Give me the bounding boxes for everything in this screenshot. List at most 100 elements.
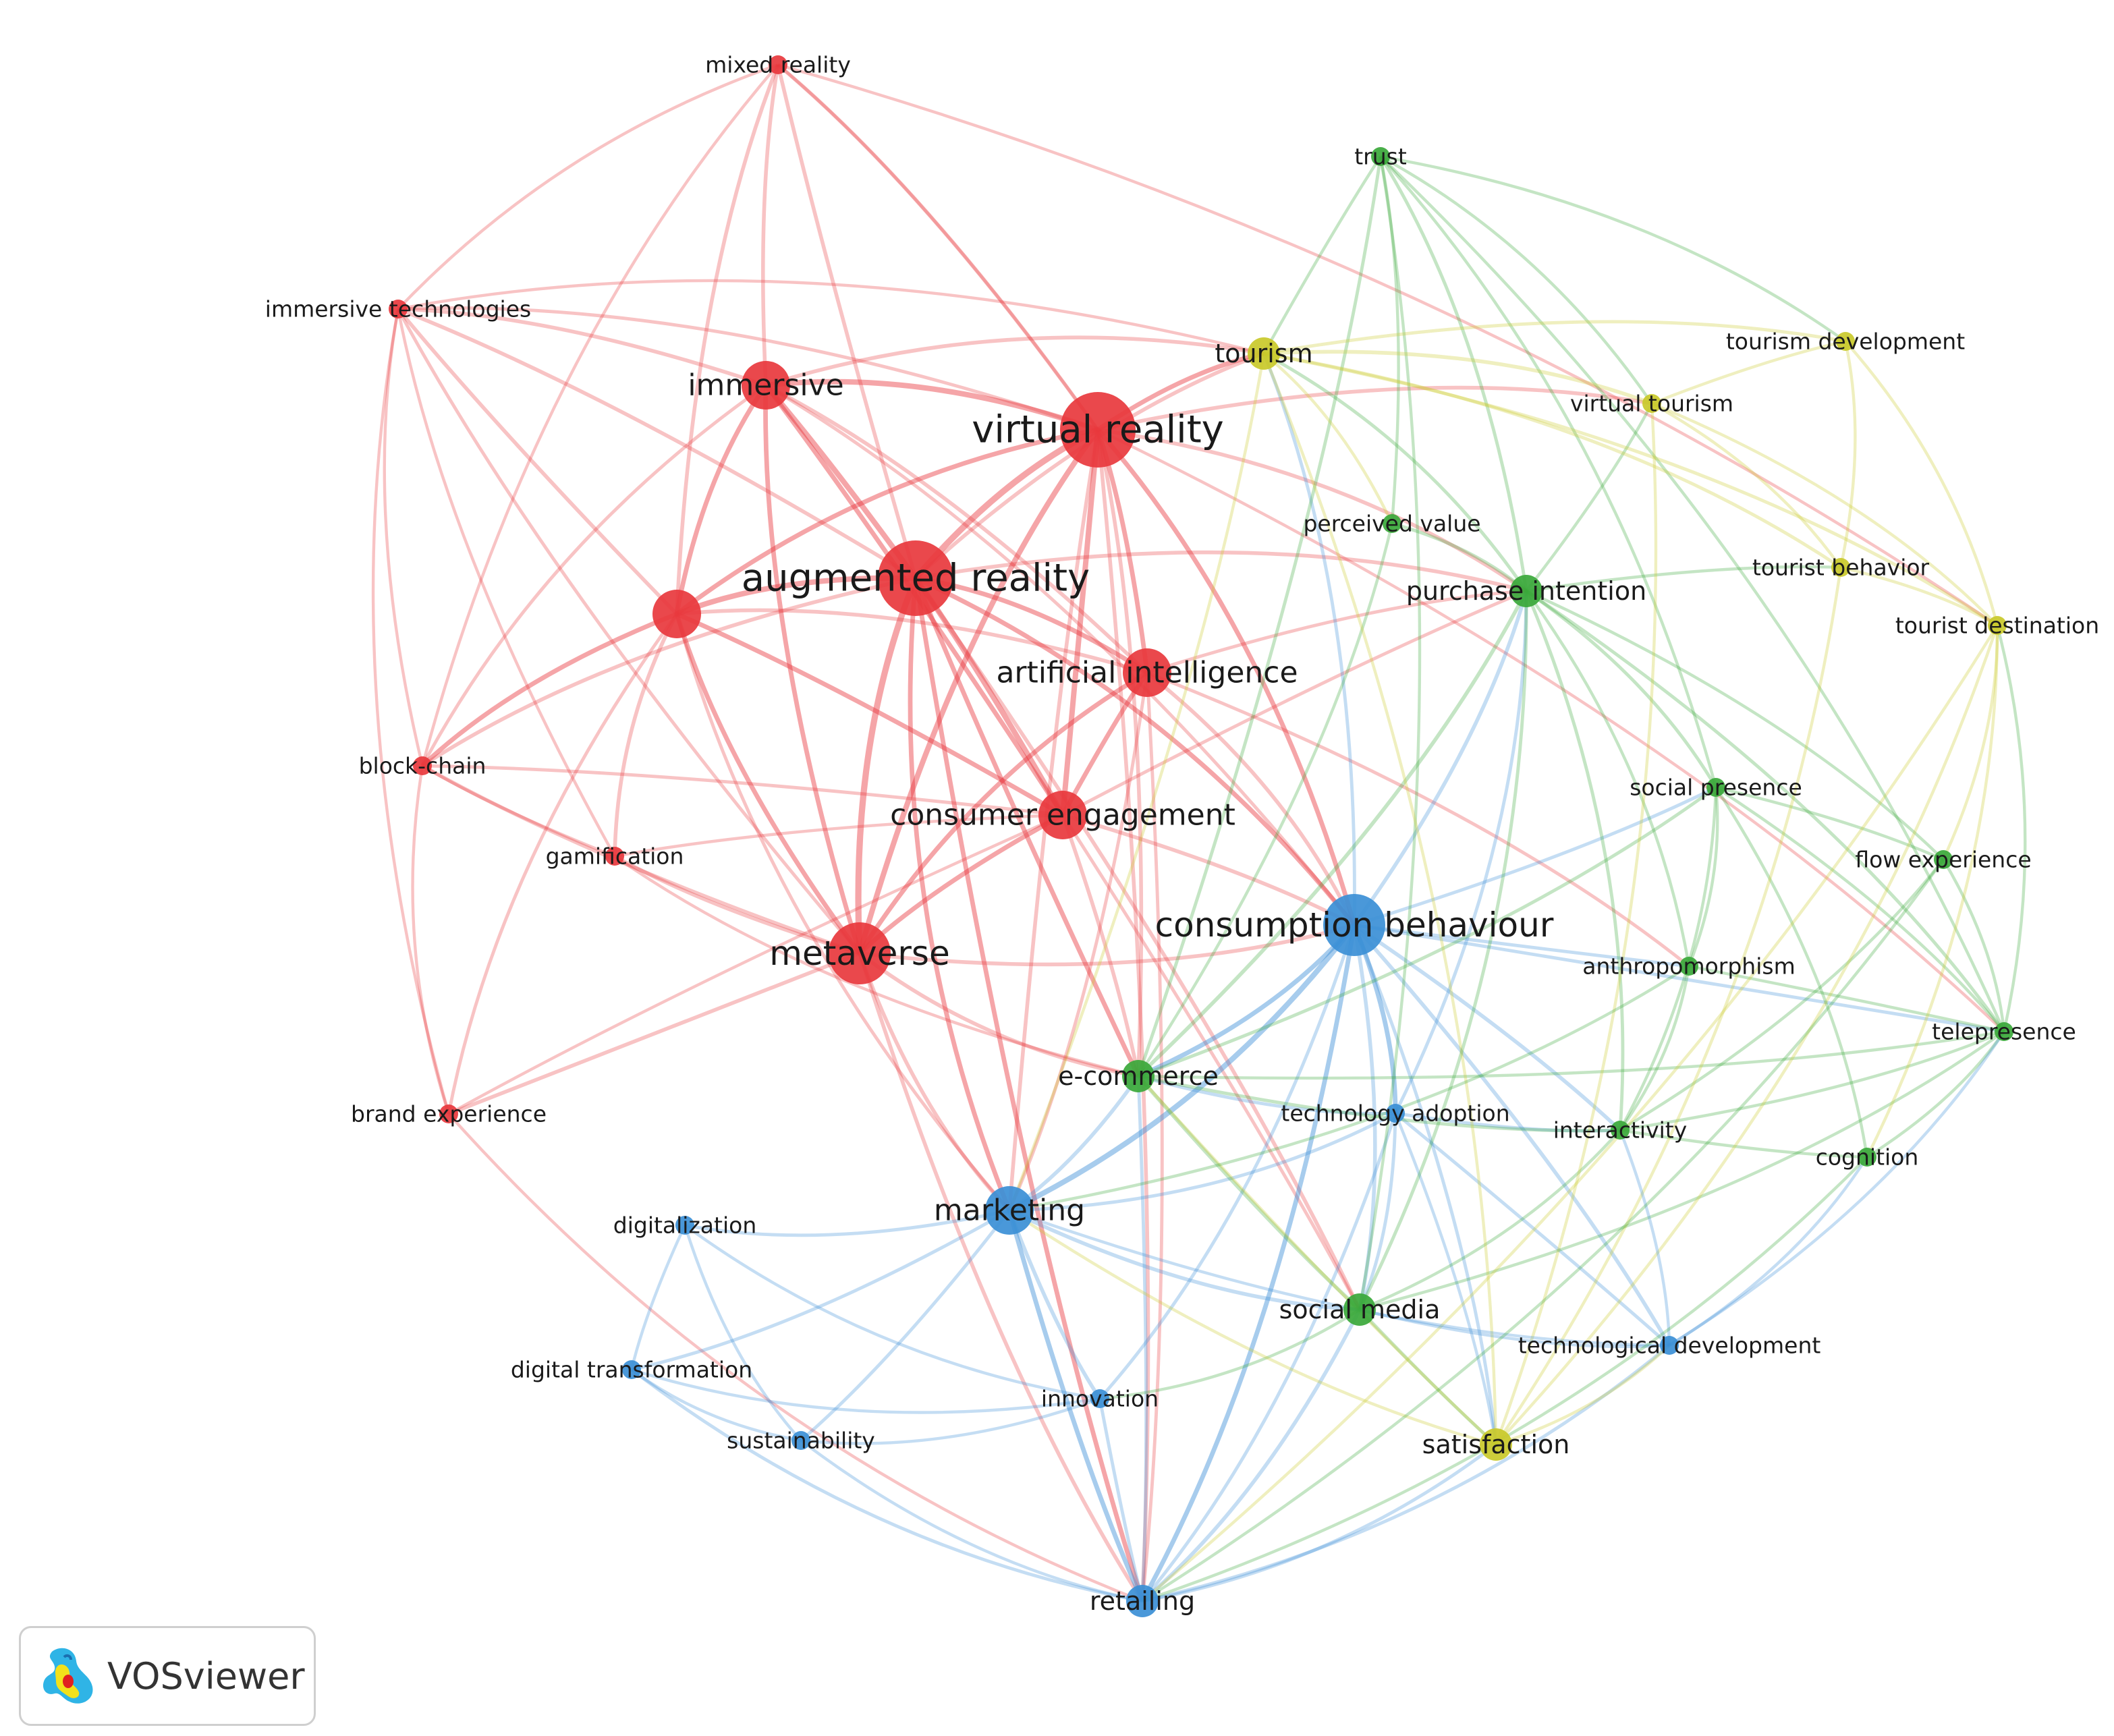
- link-mixed_reality-immersive_technologies: [397, 63, 779, 310]
- node-tourist-behavior[interactable]: [1831, 558, 1850, 577]
- node-e-commerce[interactable]: [1122, 1060, 1155, 1092]
- node-marketing[interactable]: [985, 1186, 1034, 1235]
- node-digitalization[interactable]: [675, 1216, 694, 1235]
- label-digitalization: digitalization: [613, 1212, 757, 1239]
- app-name: VOSviewer: [107, 1654, 305, 1698]
- link-marketing-retailing: [1007, 1210, 1145, 1602]
- link-immersive-artificial_intelligence: [764, 383, 1148, 675]
- link-tourism-tourist_destination: [1263, 352, 1999, 627]
- label-virtual-reality: virtual reality: [972, 408, 1224, 452]
- node-purchase-intention[interactable]: [1510, 575, 1542, 607]
- link-tourism-virtual_tourism: [1263, 349, 1652, 405]
- link-tourism_development-virtual_tourism: [1651, 339, 1846, 405]
- node-immersive[interactable]: [742, 361, 790, 410]
- link-block_chain-gamification: [421, 764, 615, 858]
- node-artificial-intelligence[interactable]: [1123, 648, 1171, 697]
- node-consumer-engagement[interactable]: [1038, 791, 1087, 839]
- node-trust[interactable]: [1371, 147, 1390, 166]
- link-immersive_technologies-block_chain: [383, 308, 424, 766]
- link-social_media-satisfaction: [1358, 1308, 1497, 1446]
- node-social-media[interactable]: [1343, 1293, 1376, 1326]
- link-retailing-satisfaction: [1142, 1443, 1497, 1603]
- link-trust-perceived_value: [1379, 156, 1400, 524]
- node-digital-transformation[interactable]: [622, 1360, 641, 1379]
- node-tourist-destination[interactable]: [1988, 616, 2007, 635]
- node-telepresence[interactable]: [1995, 1022, 2013, 1041]
- link-mixed_reality-block_chain: [420, 63, 779, 766]
- label-mixed-reality: mixed reality: [705, 52, 851, 78]
- node-tourism[interactable]: [1248, 337, 1280, 370]
- link-virtual_reality-virtual_tourism: [1097, 385, 1652, 432]
- link-anthropomorphism-marketing: [1009, 965, 1690, 1212]
- link-unlabeled_red-brand_experience: [447, 613, 678, 1115]
- node-virtual-reality[interactable]: [1060, 392, 1136, 468]
- node-augmented-reality[interactable]: [878, 540, 953, 616]
- vosviewer-badge[interactable]: VOSviewer: [19, 1626, 316, 1726]
- link-trust-tourism_development: [1380, 155, 1847, 343]
- link-marketing-social_media: [1008, 1208, 1360, 1312]
- link-purchase_intention-telepresence: [1525, 589, 2005, 1033]
- node-sustainability[interactable]: [791, 1431, 810, 1450]
- link-technological_development-social_media: [1359, 1308, 1670, 1349]
- link-metaverse-artificial_intelligence: [858, 671, 1148, 955]
- link-social_media-trust: [1358, 156, 1422, 1310]
- node-brand-experience[interactable]: [439, 1104, 458, 1123]
- link-purchase_intention-trust: [1379, 155, 1528, 592]
- link-retailing-digital_transformation: [630, 1368, 1143, 1603]
- label-consumption-behaviour: consumption behaviour: [1155, 905, 1554, 945]
- node-metaverse[interactable]: [829, 922, 891, 984]
- node-immersive-technologies[interactable]: [389, 300, 408, 318]
- node-flow-experience[interactable]: [1934, 850, 1953, 869]
- link-retailing-sustainability: [800, 1439, 1143, 1603]
- label-cognition: cognition: [1816, 1144, 1919, 1171]
- node-perceived-value[interactable]: [1383, 514, 1401, 533]
- node-tourism-development[interactable]: [1836, 332, 1855, 351]
- node-gamification[interactable]: [605, 847, 624, 866]
- link-unlabeled_red-mixed_reality: [675, 63, 780, 615]
- node-cognition[interactable]: [1858, 1148, 1876, 1167]
- node-retailing[interactable]: [1126, 1585, 1159, 1617]
- node-social-presence[interactable]: [1706, 778, 1725, 797]
- link-telepresence-anthropomorphism: [1688, 964, 2005, 1034]
- label-immersive-technologies: immersive technologies: [265, 296, 531, 323]
- node-layer: [389, 55, 2013, 1617]
- link-artificial_intelligence-retailing: [1140, 672, 1164, 1602]
- link-consumer_engagement-social_media: [1061, 814, 1362, 1311]
- link-consumption_behaviour-social_media: [1352, 924, 1377, 1310]
- link-social_presence-flow_experience: [1715, 785, 1944, 862]
- link-retailing-technological_development: [1142, 1344, 1671, 1603]
- link-digital_transformation-sustainability: [630, 1368, 802, 1443]
- link-interactivity-flow_experience: [1619, 858, 1945, 1131]
- node-interactivity[interactable]: [1611, 1121, 1630, 1140]
- node-anthropomorphism[interactable]: [1679, 957, 1698, 976]
- link-retailing-innovation: [1098, 1398, 1144, 1602]
- label-tourist-destination: tourist destination: [1895, 613, 2099, 639]
- node-unlabeled-red[interactable]: [652, 590, 701, 638]
- link-telepresence-trust: [1379, 155, 2006, 1032]
- node-mixed-reality[interactable]: [769, 55, 787, 74]
- node-technological-development[interactable]: [1660, 1336, 1679, 1355]
- link-artificial_intelligence-consumption_behaviour: [1146, 671, 1356, 926]
- node-consumption-behaviour[interactable]: [1323, 894, 1385, 956]
- label-virtual-tourism: virtual tourism: [1570, 391, 1733, 417]
- label-interactivity: interactivity: [1553, 1117, 1688, 1144]
- link-digital_transformation-innovation: [631, 1368, 1101, 1414]
- node-innovation[interactable]: [1090, 1389, 1109, 1408]
- link-immersive_technologies-virtual_reality: [397, 306, 1098, 432]
- link-telepresence-interactivity: [1619, 1030, 2005, 1132]
- link-tourism-perceived_value: [1262, 352, 1393, 524]
- link-tourist_destination-flow_experience: [1941, 625, 1999, 860]
- label-tourist-behavior: tourist behavior: [1752, 555, 1930, 581]
- node-technology-adoption[interactable]: [1386, 1104, 1405, 1123]
- link-social_presence-telepresence: [1715, 786, 2005, 1033]
- link-immersive-mixed_reality: [761, 64, 780, 386]
- link-unlabeled_red-marketing: [675, 613, 1011, 1212]
- link-satisfaction-marketing: [1008, 1209, 1497, 1447]
- node-virtual-tourism[interactable]: [1642, 394, 1661, 413]
- node-satisfaction[interactable]: [1480, 1428, 1512, 1461]
- node-block-chain[interactable]: [413, 756, 432, 775]
- link-augmented_reality-metaverse: [855, 577, 919, 954]
- link-tourist_destination-satisfaction: [1495, 625, 1999, 1446]
- link-tourism_development-tourist_behavior: [1839, 341, 1857, 568]
- link-digitalization-sustainability: [683, 1225, 802, 1442]
